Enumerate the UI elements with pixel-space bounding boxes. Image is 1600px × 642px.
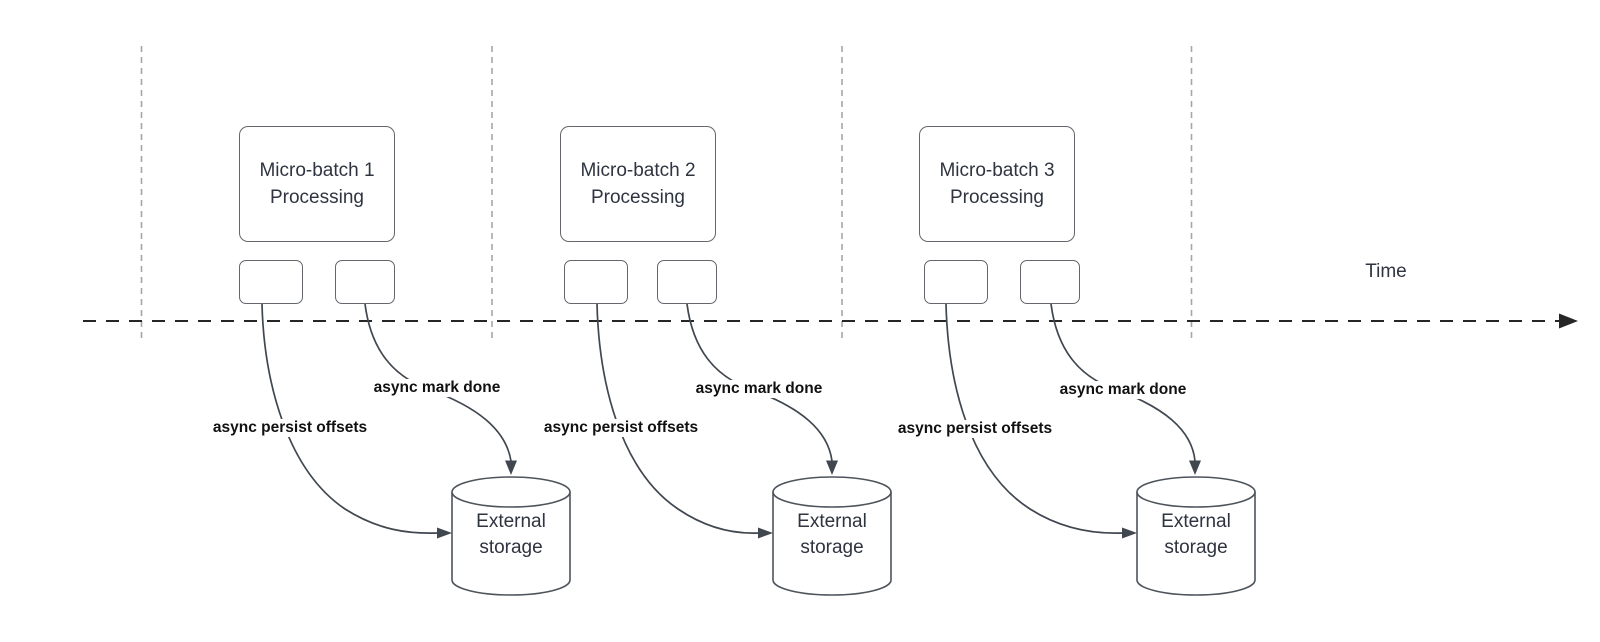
external-storage-label-3: External storage xyxy=(1161,511,1231,558)
microbatch-3-processing-box: Micro-batch 3 Processing xyxy=(919,126,1075,242)
microbatch-1-persist-task-box xyxy=(239,260,303,304)
external-storage-cylinder-2 xyxy=(772,476,892,596)
microbatch-3-done-task-box xyxy=(1020,260,1080,304)
persist-offsets-arrowhead-2-icon xyxy=(758,527,773,539)
mark-done-label-1: async mark done xyxy=(370,379,504,397)
persist-offsets-arrow-1 xyxy=(261,303,439,534)
external-storage-cylinder-3 xyxy=(1136,476,1256,596)
time-axis-label: Time xyxy=(1365,261,1407,282)
microbatch-1-processing-box: Micro-batch 1 Processing xyxy=(239,126,395,242)
persist-offsets-label-3: async persist offsets xyxy=(894,420,1056,438)
mark-done-label-3: async mark done xyxy=(1056,381,1190,399)
persist-offsets-label-1: async persist offsets xyxy=(209,419,371,437)
mark-done-arrowhead-3-icon xyxy=(1189,460,1201,475)
mark-done-arrowhead-2-icon xyxy=(826,460,838,475)
microbatch-2-done-task-box xyxy=(657,260,717,304)
microbatch-2-persist-task-box xyxy=(564,260,628,304)
persist-offsets-arrow-3 xyxy=(945,303,1124,534)
mark-done-label-2: async mark done xyxy=(692,380,826,398)
time-axis-arrowhead-icon xyxy=(1559,313,1578,329)
mark-done-arrowhead-1-icon xyxy=(505,460,517,475)
external-storage-label-2: External storage xyxy=(797,511,867,558)
persist-offsets-arrowhead-1-icon xyxy=(437,527,452,539)
microbatch-1-done-task-box xyxy=(335,260,395,304)
external-storage-cylinder-1 xyxy=(451,476,571,596)
microbatch-2-processing-box: Micro-batch 2 Processing xyxy=(560,126,716,242)
persist-offsets-label-2: async persist offsets xyxy=(540,419,702,437)
persist-offsets-arrow-2 xyxy=(596,303,760,534)
persist-offsets-arrowhead-3-icon xyxy=(1122,527,1137,539)
external-storage-label-1: External storage xyxy=(476,511,546,558)
microbatch-3-persist-task-box xyxy=(924,260,988,304)
